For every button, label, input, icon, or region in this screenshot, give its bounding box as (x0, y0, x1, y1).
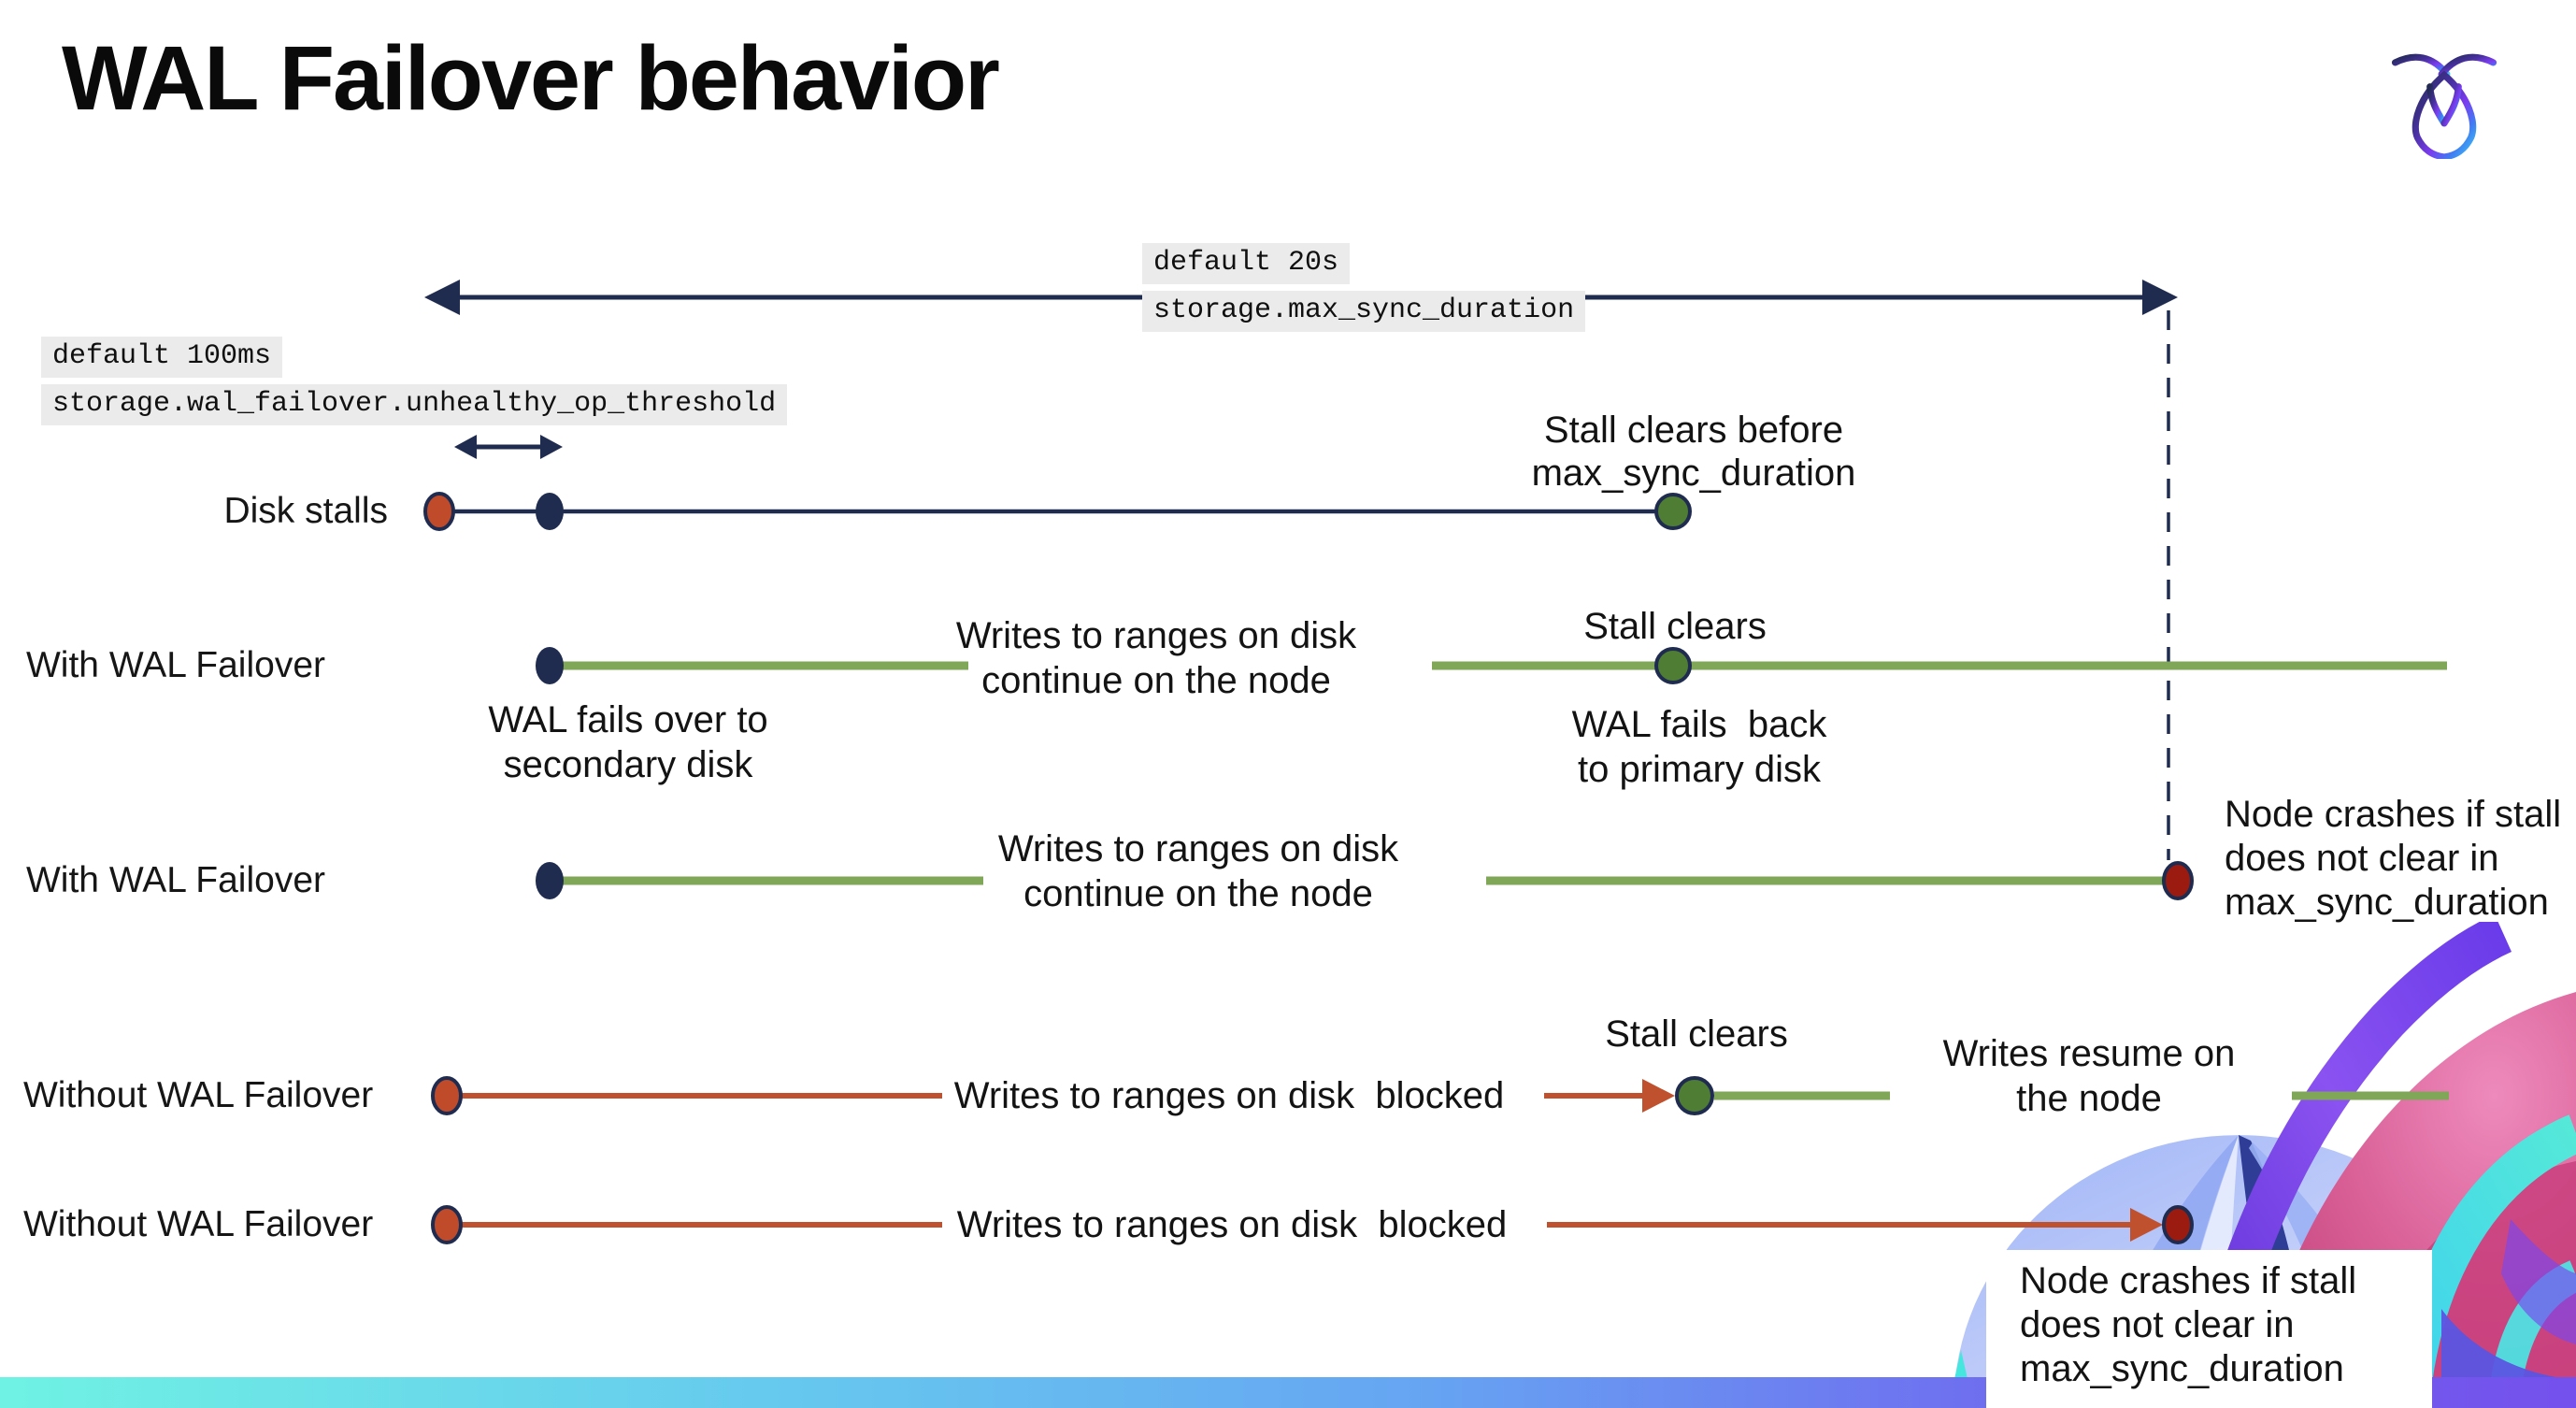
stall-clears-note-1: Stall clears (1583, 606, 1767, 647)
node-crash-dot (2162, 861, 2194, 900)
stall-start-dot (431, 1205, 463, 1244)
failover-trigger-dot (536, 493, 564, 530)
cockroachdb-logo-icon (2391, 53, 2497, 159)
row-label-without-failover-2: Without WAL Failover (23, 1204, 374, 1244)
row-label-with-failover-2: With WAL Failover (26, 860, 325, 900)
row-disk-stalls (423, 492, 1692, 531)
blocked-arrowhead-icon (1642, 1079, 1675, 1113)
arrowhead-left-icon (454, 435, 477, 459)
page-title: WAL Failover behavior (62, 27, 1000, 129)
stall-clears-before-note: Stall clears before max_sync_duration (1531, 409, 1856, 494)
with-failover-crash-note: Node crashes if stall does not clear in … (2225, 794, 2562, 923)
stall-clears-dot (1675, 1076, 1714, 1115)
stall-clears-dot (1654, 647, 1692, 684)
failover-dot (536, 647, 564, 684)
writes-blocked-note-2: Writes to ranges on disk blocked (956, 1204, 1508, 1245)
writes-blocked-note-1: Writes to ranges on disk blocked (953, 1075, 1505, 1116)
unhealthy-op-threshold-callout: default 100ms storage.wal_failover.unhea… (41, 337, 788, 425)
row-with-failover-1 (536, 647, 2447, 684)
writes-continue-note-1: Writes to ranges on disk continue on the… (955, 615, 1357, 701)
row-label-disk-stalls: Disk stalls (223, 491, 388, 531)
callout-setting-name: storage.wal_failover.unhealthy_op_thresh… (41, 384, 788, 425)
stall-start-dot (423, 492, 455, 531)
arrowhead-left-icon (424, 280, 460, 315)
writes-continue-note-2: Writes to ranges on disk continue on the… (997, 828, 1399, 914)
wal-fails-back-note: WAL fails back to primary disk (1571, 704, 1827, 790)
without-failover-crash-note: Node crashes if stall does not clear in … (2020, 1260, 2357, 1389)
failover-dot (536, 862, 564, 899)
callout-default-value: default 20s (1142, 243, 1351, 284)
row-label-without-failover-1: Without WAL Failover (23, 1075, 374, 1115)
callout-default-value: default 100ms (41, 337, 283, 378)
arrowhead-right-icon (2142, 280, 2178, 315)
callout-setting-name: storage.max_sync_duration (1142, 291, 1586, 332)
writes-resume-note: Writes resume on the node (1942, 1033, 2236, 1119)
unhealthy-threshold-arrow (454, 435, 563, 459)
row-label-with-failover-1: With WAL Failover (26, 645, 325, 685)
stall-start-dot (431, 1076, 463, 1115)
max-sync-duration-callout: default 20s storage.max_sync_duration (1142, 243, 1586, 332)
arrowhead-right-icon (540, 435, 563, 459)
stall-clears-note-2: Stall clears (1605, 1013, 1788, 1055)
wal-fails-over-note: WAL fails over to secondary disk (488, 699, 768, 785)
stall-clears-dot (1654, 493, 1692, 530)
crash-note-box: Node crashes if stall does not clear in … (1986, 1250, 2432, 1408)
